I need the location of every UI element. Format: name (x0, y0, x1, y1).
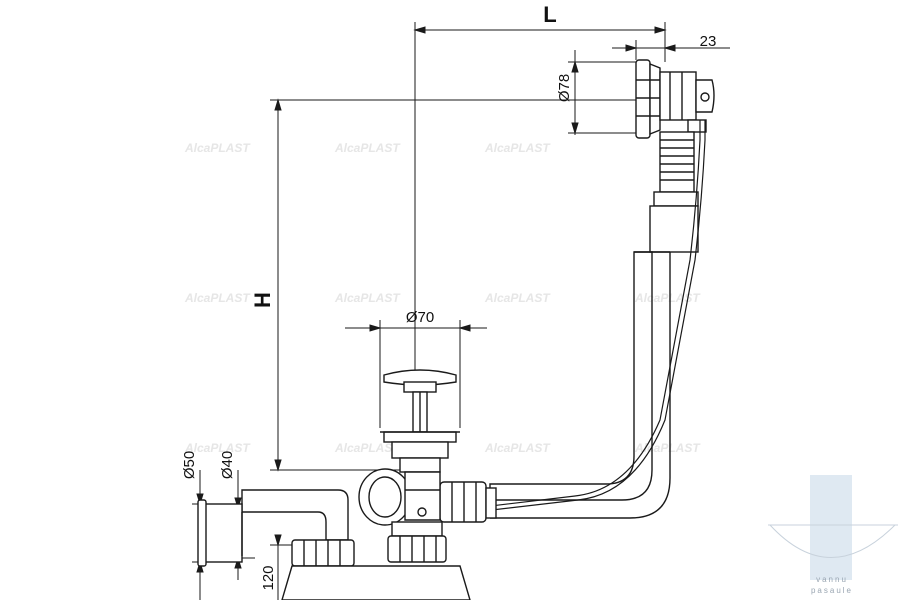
arrow-d70-left (369, 324, 382, 332)
label-d70: Ø70 (406, 309, 434, 326)
label-120: 120 (260, 565, 277, 590)
overflow-pipe-outline (490, 252, 671, 519)
arrow-120-top (274, 534, 282, 547)
logo-text-line1: vannu (816, 575, 848, 584)
watermarks: AlcaPLAST AlcaPLAST AlcaPLAST AlcaPLAST … (184, 141, 701, 455)
logo-text-line2: pasaule (811, 586, 853, 595)
watermark-text: AlcaPLAST (484, 291, 551, 305)
arrow-d50-bottom (196, 560, 204, 573)
watermark-text: AlcaPLAST (484, 441, 551, 455)
arrow-d40-top (234, 497, 242, 510)
arrow-L-right (654, 26, 667, 34)
arrow-d78-bottom (571, 122, 579, 135)
arrow-H-top (274, 98, 282, 111)
watermark-text: AlcaPLAST (334, 441, 401, 455)
watermark-text: AlcaPLAST (334, 141, 401, 155)
overflow-union (439, 481, 497, 523)
label-23: 23 (700, 33, 717, 50)
drain-body (380, 431, 460, 473)
outlet-pipe-end (204, 503, 243, 563)
overflow-pipe-outer (489, 251, 653, 501)
arrow-23-right (663, 44, 676, 52)
arrow-d78-top (571, 60, 579, 73)
label-H: H (250, 292, 275, 308)
bowden-cable (439, 120, 701, 513)
base-housing (281, 565, 471, 600)
arrow-H-bottom (274, 459, 282, 472)
dimension-labels: L 23 Ø78 H Ø70 Ø50 Ø40 120 (181, 2, 716, 591)
arrow-d50-top (196, 493, 204, 506)
watermark-text: AlcaPLAST (334, 291, 401, 305)
logo-bar (810, 475, 852, 580)
watermark-text: AlcaPLAST (184, 141, 251, 155)
outlet-elbow (197, 489, 355, 567)
arrow-23-left (625, 44, 638, 52)
watermark-text: AlcaPLAST (634, 441, 701, 455)
watermark-text: AlcaPLAST (184, 441, 251, 455)
siphon-nut (387, 535, 447, 563)
overflow-nut (649, 62, 661, 136)
label-d50: Ø50 (181, 451, 198, 479)
watermark-text: AlcaPLAST (184, 291, 251, 305)
label-L: L (543, 2, 556, 27)
outlet-nut (291, 539, 355, 567)
overflow-cover (635, 59, 651, 139)
watermark-text: AlcaPLAST (484, 141, 551, 155)
arrow-d40-bottom (234, 556, 242, 569)
overflow-body (659, 71, 697, 121)
plug-cap (383, 369, 457, 386)
vannu-pasaule-logo: vannu pasaule (768, 475, 898, 595)
overflow-corrugated-tube (649, 131, 699, 253)
overflow-head (635, 59, 715, 139)
elbow-pipe (241, 489, 349, 541)
arrow-L-left (413, 26, 426, 34)
arrow-d70-right (458, 324, 471, 332)
siphon-trap (358, 468, 447, 563)
drain-plug (383, 369, 457, 433)
label-d40: Ø40 (219, 451, 236, 479)
waste-assembly (197, 59, 715, 600)
label-d78: Ø78 (556, 74, 573, 102)
watermark-text: AlcaPLAST (634, 291, 701, 305)
